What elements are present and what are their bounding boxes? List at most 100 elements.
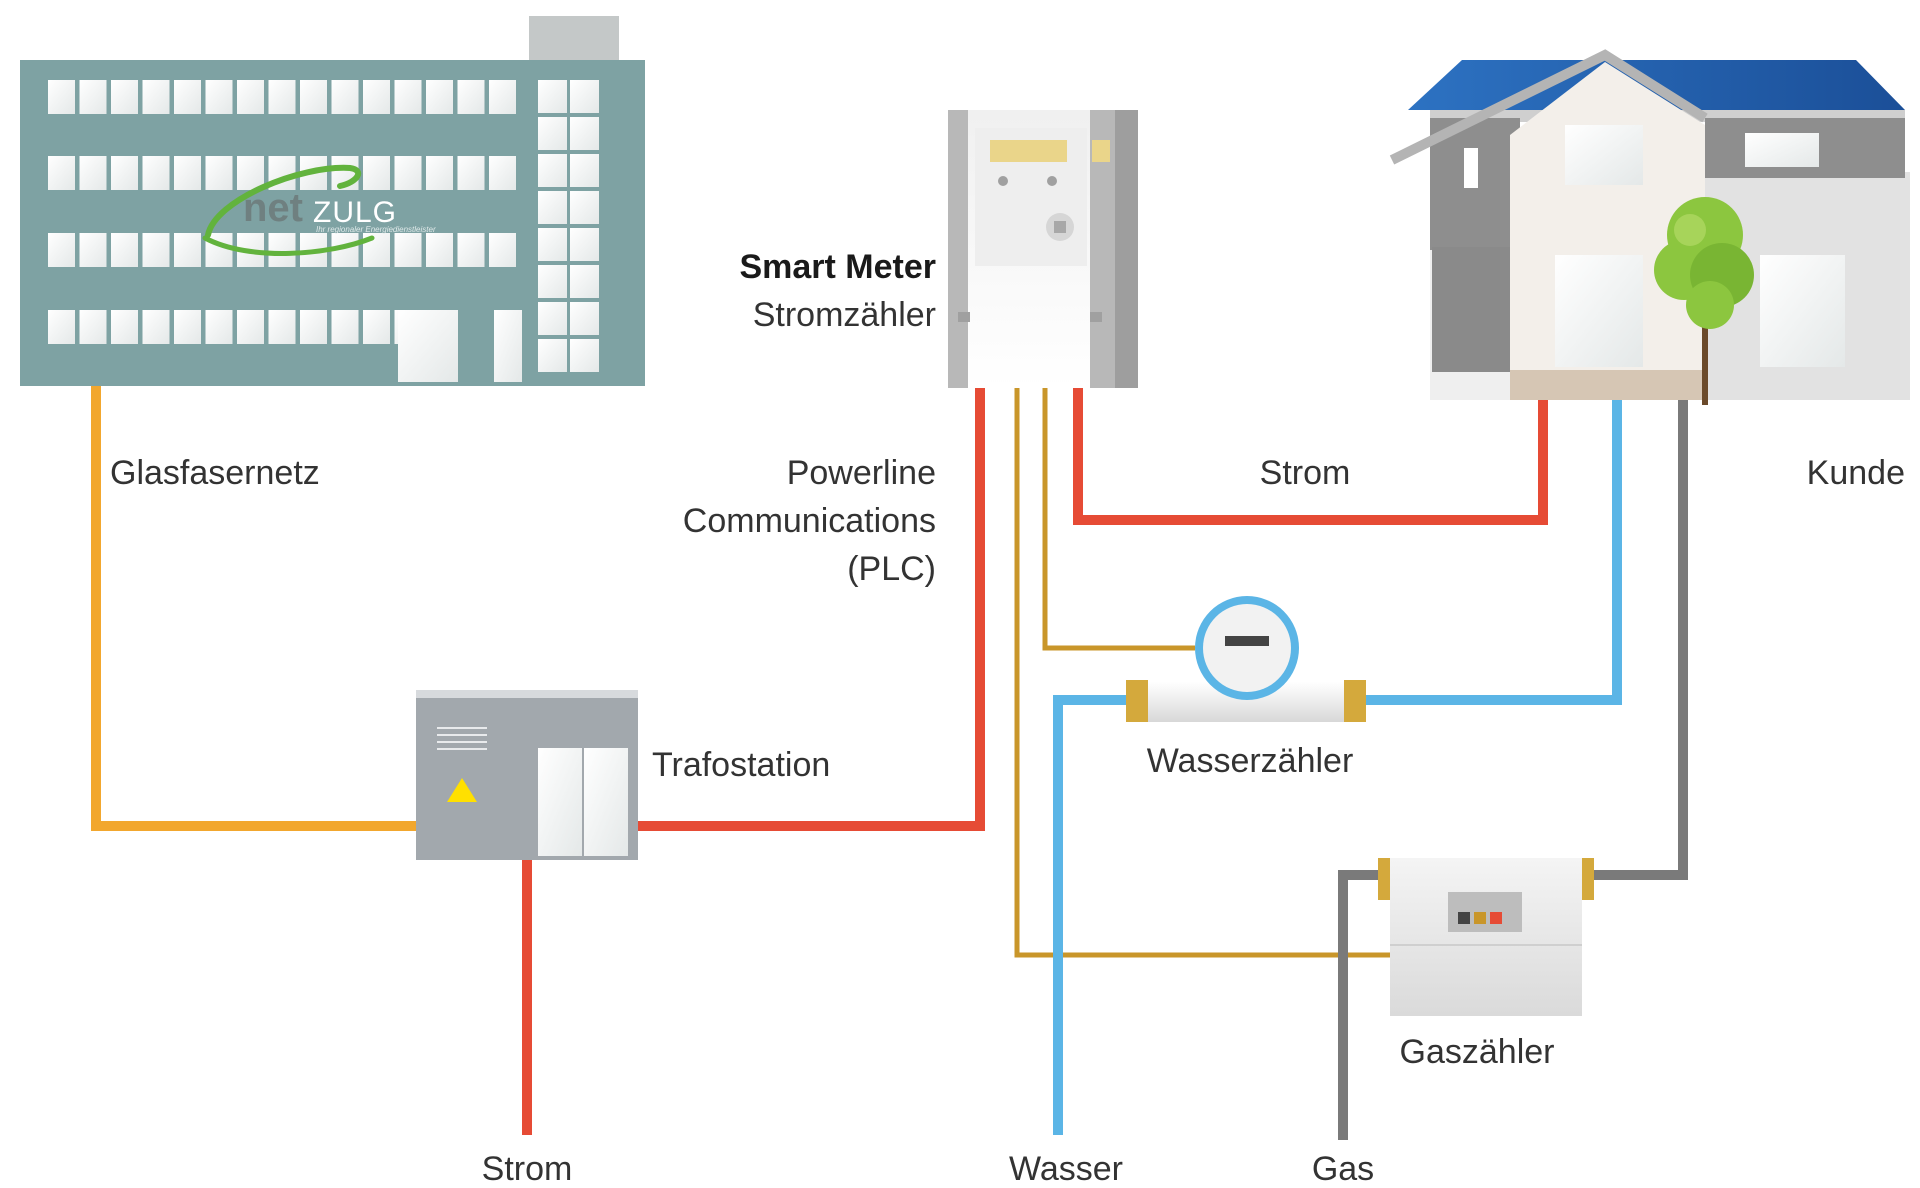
office-window bbox=[426, 80, 453, 114]
label-trafostation: Trafostation bbox=[652, 746, 830, 784]
logo-swoosh bbox=[205, 164, 362, 238]
label-strom-grid: Strom bbox=[482, 1150, 573, 1188]
water-line-out bbox=[1362, 398, 1622, 705]
office-window bbox=[237, 310, 264, 344]
office-window bbox=[205, 156, 233, 190]
meter-led-right bbox=[1047, 176, 1057, 186]
gas-coupling-left bbox=[1378, 858, 1390, 900]
label-strom-customer: Strom bbox=[1260, 454, 1351, 492]
trafo-vent-lines bbox=[437, 727, 487, 750]
office-window bbox=[331, 310, 359, 344]
water-dial-face bbox=[1203, 604, 1291, 692]
office-window bbox=[142, 80, 170, 114]
office-window bbox=[79, 80, 107, 114]
office-window bbox=[457, 156, 485, 190]
office-window bbox=[174, 310, 201, 344]
office-window bbox=[174, 233, 201, 267]
office-window bbox=[142, 310, 170, 344]
office-window bbox=[489, 233, 516, 267]
connection-lines bbox=[91, 386, 1688, 1140]
tower-window bbox=[570, 228, 599, 261]
office-window bbox=[48, 233, 75, 267]
water-coupling-right bbox=[1344, 680, 1366, 722]
office-window bbox=[300, 80, 327, 114]
office-window bbox=[48, 156, 75, 190]
customer-power-line bbox=[1073, 386, 1548, 525]
plc-power-line bbox=[636, 386, 985, 831]
office-window bbox=[111, 233, 138, 267]
office-window bbox=[426, 233, 453, 267]
water-meter-device bbox=[1126, 596, 1366, 722]
label-stromzaehler: Stromzähler bbox=[753, 296, 936, 334]
label-wasser: Wasser bbox=[1009, 1150, 1123, 1188]
side-door bbox=[494, 310, 522, 382]
gas-coupling-right bbox=[1582, 858, 1594, 900]
meter-indicator bbox=[1092, 140, 1110, 162]
label-kunde: Kunde bbox=[1807, 454, 1905, 492]
office-window bbox=[237, 80, 264, 114]
gas-line-out bbox=[1592, 398, 1688, 880]
office-window bbox=[79, 156, 107, 190]
office-window bbox=[268, 310, 296, 344]
tower-window bbox=[570, 265, 599, 298]
office-window bbox=[394, 233, 422, 267]
meter-side-dark bbox=[1115, 110, 1138, 388]
tower-window bbox=[538, 117, 567, 150]
tower-window bbox=[570, 302, 599, 335]
meter-button-inner bbox=[1054, 221, 1066, 233]
office-window bbox=[363, 80, 390, 114]
labels: Glasfasernetz Smart Meter Stromzähler Po… bbox=[110, 248, 1905, 1188]
office-window bbox=[237, 156, 264, 190]
water-dial-counter bbox=[1225, 636, 1269, 646]
tower-window bbox=[570, 80, 599, 113]
logo-tagline: Ihr regionaler Energiedienstleister bbox=[316, 225, 436, 234]
office-window bbox=[363, 156, 390, 190]
office-window bbox=[174, 80, 201, 114]
office-window bbox=[489, 80, 516, 114]
customer-house bbox=[1389, 49, 1910, 405]
tower-window bbox=[538, 191, 567, 224]
tower-window bbox=[538, 339, 567, 372]
label-glasfasernetz: Glasfasernetz bbox=[110, 454, 320, 492]
trafo-door-left bbox=[538, 748, 582, 856]
warning-icon bbox=[447, 778, 477, 802]
office-window bbox=[205, 310, 233, 344]
house-right-window bbox=[1760, 255, 1845, 367]
tree-icon bbox=[1654, 197, 1754, 405]
label-powerline: Powerline bbox=[787, 454, 936, 492]
house-terrace bbox=[1510, 370, 1705, 400]
smart-meter-device bbox=[948, 110, 1138, 388]
office-window bbox=[426, 156, 453, 190]
tower-window bbox=[570, 117, 599, 150]
trafo-roof bbox=[416, 690, 638, 698]
office-window bbox=[268, 80, 296, 114]
office-window bbox=[331, 80, 359, 114]
office-window bbox=[48, 310, 75, 344]
house-dark-window bbox=[1432, 247, 1514, 372]
tower-window bbox=[538, 80, 567, 113]
house-gable-trim bbox=[1389, 49, 1708, 165]
utility-building: net ZULG Ihr regionaler Energiedienstlei… bbox=[20, 16, 645, 386]
gas-line-in bbox=[1338, 870, 1380, 1140]
office-window bbox=[79, 233, 107, 267]
water-line-in bbox=[1053, 695, 1128, 1135]
transformer-station bbox=[416, 690, 638, 860]
label-gaszaehler: Gaszähler bbox=[1400, 1033, 1555, 1071]
office-window bbox=[79, 310, 107, 344]
meter-tab-right bbox=[1090, 312, 1102, 322]
logo-zulg-text: ZULG bbox=[313, 196, 397, 229]
label-gas: Gas bbox=[1312, 1150, 1374, 1188]
signal-line-gas bbox=[1014, 386, 1390, 958]
gas-digit-3 bbox=[1490, 912, 1502, 924]
netzulg-logo: net ZULG Ihr regionaler Energiedienstlei… bbox=[202, 164, 436, 256]
office-window bbox=[394, 80, 422, 114]
meter-display bbox=[990, 140, 1067, 162]
office-window bbox=[363, 310, 390, 344]
tower-window bbox=[570, 339, 599, 372]
entrance-door bbox=[398, 310, 458, 382]
tower-window bbox=[538, 228, 567, 261]
office-window bbox=[142, 156, 170, 190]
gas-digit-2 bbox=[1474, 912, 1486, 924]
logo-net-text: net bbox=[243, 186, 303, 230]
